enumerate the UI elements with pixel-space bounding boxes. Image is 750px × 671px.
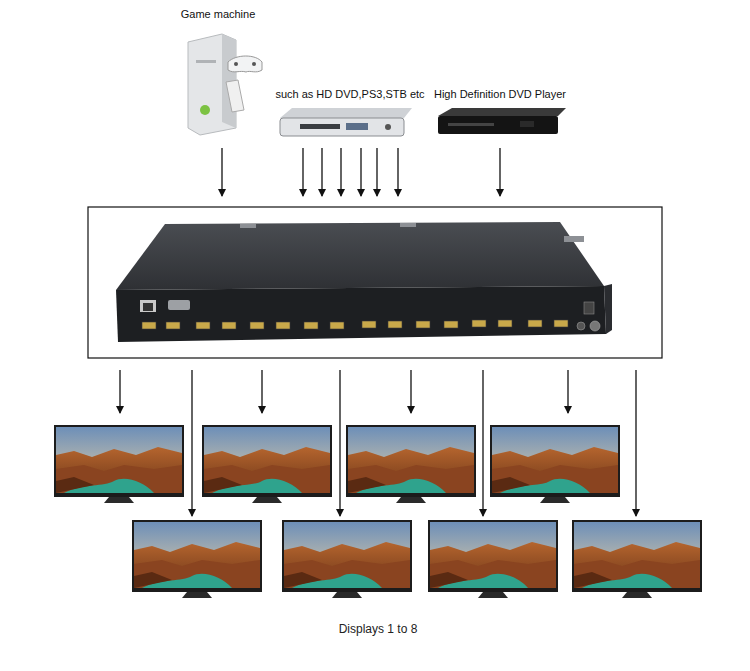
device-label: Game machine — [181, 8, 256, 21]
hd-dvd-player-icon — [438, 108, 566, 134]
game-machine-icon — [188, 34, 262, 135]
dvd-player-icon — [280, 108, 412, 136]
device-label: High Definition DVD Player — [434, 88, 566, 101]
caption: Displays 1 to 8 — [339, 622, 418, 636]
frame — [88, 207, 662, 358]
displays — [54, 425, 702, 598]
matrix-switcher — [116, 222, 612, 342]
device-label: such as HD DVD,PS3,STB etc — [275, 88, 424, 101]
input-arrows — [222, 148, 500, 196]
source-label-box: Game machine — [181, 8, 256, 21]
source-label-box: High Definition DVD Player — [434, 88, 566, 101]
source-label-box: such as HD DVD,PS3,STB etc — [275, 88, 424, 101]
output-arrows — [120, 370, 636, 516]
